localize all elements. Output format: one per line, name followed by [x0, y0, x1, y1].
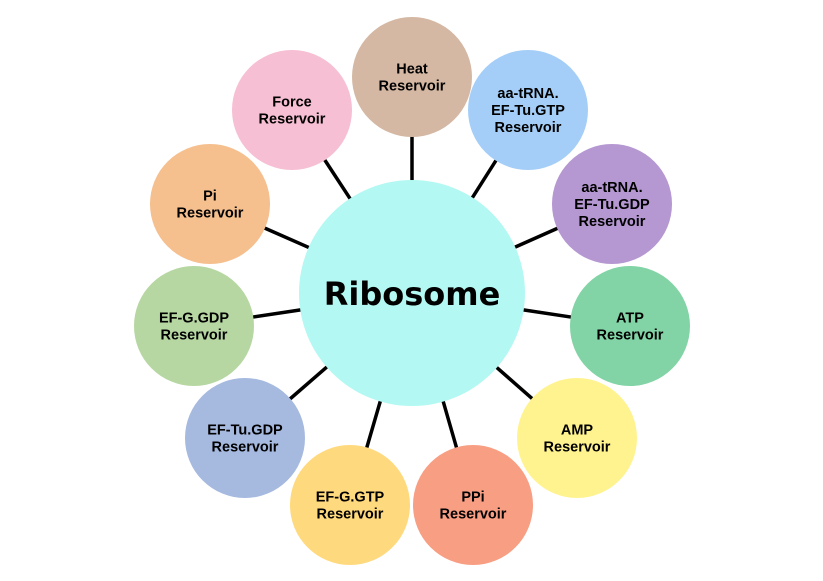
reservoir-label-ppi-line-2: Reservoir: [440, 507, 507, 523]
reservoir-label-aa-trna-ef-tu-gtp-line-2: EF-Tu.GTP: [491, 103, 565, 119]
reservoir-label-atp-line-1: ATP: [616, 311, 644, 327]
ribosome-label: Ribosome: [324, 275, 501, 313]
connector-ef-g-gdp: [251, 307, 303, 320]
reservoir-label-ef-g-gtp-line-2: Reservoir: [317, 507, 384, 523]
reservoir-circle-ppi: [413, 445, 533, 565]
reservoir-circle-ef-g-gdp: [134, 266, 254, 386]
reservoir-label-aa-trna-ef-tu-gdp-line-2: EF-Tu.GDP: [574, 197, 650, 213]
reservoir-label-ef-tu-gdp-line-2: Reservoir: [212, 440, 279, 456]
ribosome-hub: Ribosome: [299, 180, 525, 406]
reservoir-label-aa-trna-ef-tu-gdp-line-1: aa-tRNA.: [581, 180, 642, 196]
reservoir-circle-amp: [517, 378, 637, 498]
reservoir-label-aa-trna-ef-tu-gtp-line-3: Reservoir: [495, 120, 562, 136]
reservoir-label-pi-line-1: Pi: [203, 189, 217, 205]
reservoir-label-atp-line-2: Reservoir: [597, 328, 664, 344]
reservoir-label-aa-trna-ef-tu-gtp-line-1: aa-tRNA.: [497, 86, 558, 102]
reservoir-label-heat-line-2: Reservoir: [379, 79, 446, 95]
reservoir-label-ef-g-gdp-line-2: Reservoir: [161, 328, 228, 344]
reservoir-label-amp-line-2: Reservoir: [544, 440, 611, 456]
reservoir-circle-aa-trna-ef-tu-gdp: [552, 144, 672, 264]
connector-aa-trna-ef-tu-gtp: [469, 158, 499, 201]
connector-pi: [262, 225, 312, 250]
reservoir-label-ef-g-gtp-line-1: EF-G.GTP: [316, 490, 385, 506]
connector-amp: [494, 364, 535, 402]
reservoir-label-aa-trna-ef-tu-gdp-line-3: Reservoir: [579, 214, 646, 230]
reservoir-circle-heat: [352, 17, 472, 137]
reservoir-label-force-line-2: Reservoir: [259, 112, 326, 128]
reservoir-label-ppi-line-1: PPi: [461, 490, 484, 506]
reservoir-circle-force: [232, 50, 352, 170]
reservoir-label-ef-g-gdp-line-1: EF-G.GDP: [159, 311, 229, 327]
reservoir-circle-pi: [150, 144, 270, 264]
reservoir-circle-aa-trna-ef-tu-gtp: [468, 50, 588, 170]
reservoir-label-pi-line-2: Reservoir: [177, 206, 244, 222]
reservoir-label-amp-line-1: AMP: [561, 423, 594, 439]
ribosome-circle: [299, 180, 525, 406]
connector-force: [322, 157, 353, 202]
reservoir-label-ef-tu-gdp-line-1: EF-Tu.GDP: [207, 423, 283, 439]
connector-ef-g-gtp: [364, 399, 383, 450]
reservoir-label-force-line-1: Force: [272, 95, 312, 111]
reservoir-circle-ef-tu-gdp: [185, 378, 305, 498]
connector-aa-trna-ef-tu-gdp: [512, 226, 560, 250]
connector-ppi: [441, 399, 459, 450]
reservoir-circle-ef-g-gtp: [290, 445, 410, 565]
connector-atp: [521, 307, 573, 320]
connectors: [251, 135, 573, 450]
reservoir-label-heat-line-1: Heat: [396, 62, 428, 78]
connector-ef-tu-gdp: [287, 364, 330, 402]
reservoir-circle-atp: [570, 266, 690, 386]
